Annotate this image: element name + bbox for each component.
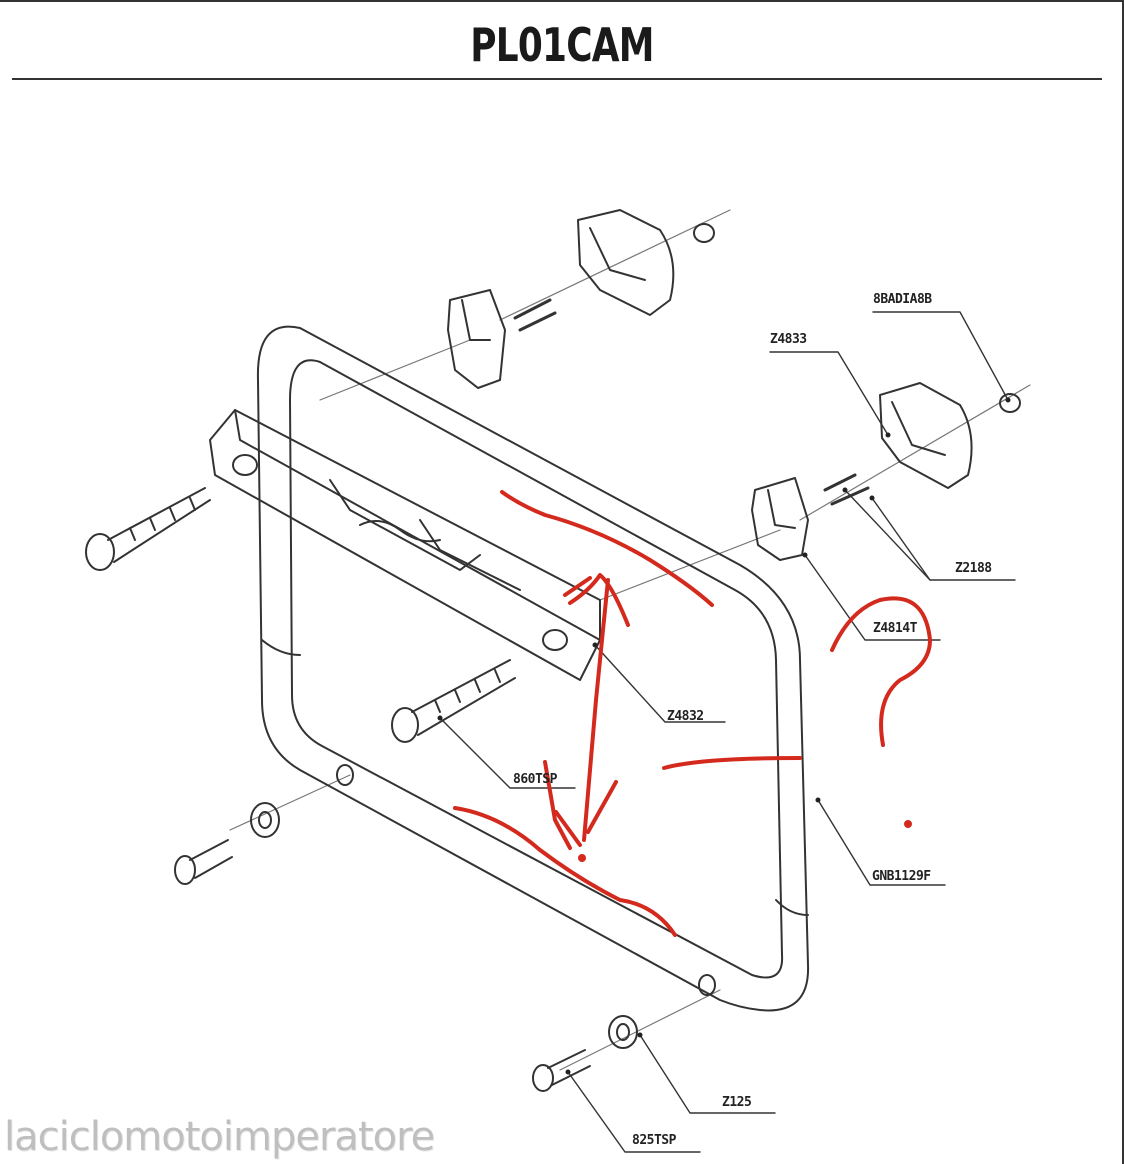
part-label-860tsp: 860TSP [513,772,557,787]
part-label-z4814t: Z4814T [873,621,917,636]
handwritten-annotations [453,490,932,937]
part-label-z4833: Z4833 [770,332,807,347]
part-label-8badia8b: 8BADIA8B [873,292,932,307]
part-label-z125: Z125 [722,1095,752,1110]
part-label-z4832: Z4832 [667,709,704,724]
bolt-lower-right [532,974,716,1092]
leader-lines [439,311,1016,1153]
mount-block-right [751,382,1021,561]
diagram-title: PL01CAM [470,18,654,72]
top-crossbar [209,409,601,681]
part-label-z2188: Z2188 [955,561,992,576]
title-rule [12,78,1102,80]
watermark: laciclomotoimperatore [4,1114,435,1160]
part-label-825tsp: 825TSP [632,1133,676,1148]
part-label-gnb1129f: GNB1129F [872,869,931,884]
bolt-upper-left [85,487,211,571]
bolt-middle [391,659,516,743]
mount-block-upper [447,209,715,389]
bolt-lower-left [174,764,354,885]
frame-tube [256,325,810,1012]
